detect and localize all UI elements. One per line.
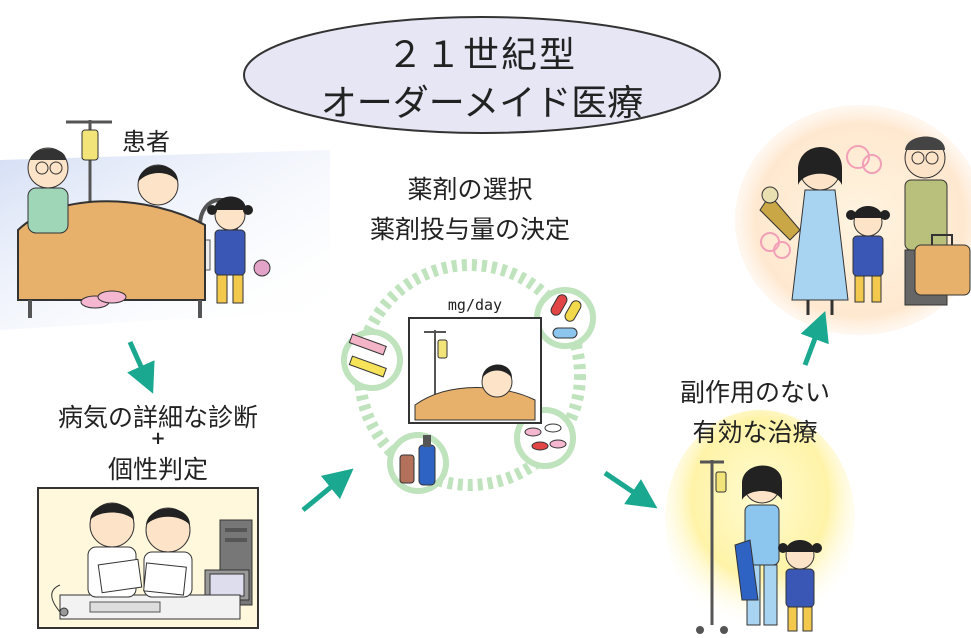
doctors-illustration — [37, 487, 259, 629]
arrow-patient-to-diagnosis — [127, 340, 155, 394]
treatment-line-2: 有効な治療 — [692, 418, 818, 447]
drug-line-2: 薬剤投与量の決定 — [369, 215, 570, 244]
title-ellipse — [243, 16, 721, 134]
drug-line-1: 薬剤の選択 — [407, 175, 533, 204]
arrow-diagnosis-to-drug — [301, 468, 354, 512]
flow-arrows — [127, 310, 829, 512]
arrow-drug-to-treatment — [603, 470, 658, 509]
diagnosis-plus: + — [150, 428, 166, 449]
diagnosis-line-1: 病気の詳細な診断 — [57, 403, 258, 432]
drug-unit: mg/day — [447, 296, 503, 314]
diagnosis-line-2: 個性判定 — [107, 455, 208, 484]
title-line-1: ２１世紀型 — [386, 35, 577, 76]
title-line-2: オーダーメイド医療 — [320, 83, 644, 124]
recovery-illustration — [665, 410, 855, 634]
treatment-line-1: 副作用のない — [679, 378, 830, 407]
arrow-treatment-to-family — [800, 310, 829, 366]
family-illustration — [735, 105, 971, 335]
patient-label: 患者 — [122, 128, 170, 156]
patient-illustration — [0, 120, 330, 330]
drug-ring — [341, 259, 596, 494]
